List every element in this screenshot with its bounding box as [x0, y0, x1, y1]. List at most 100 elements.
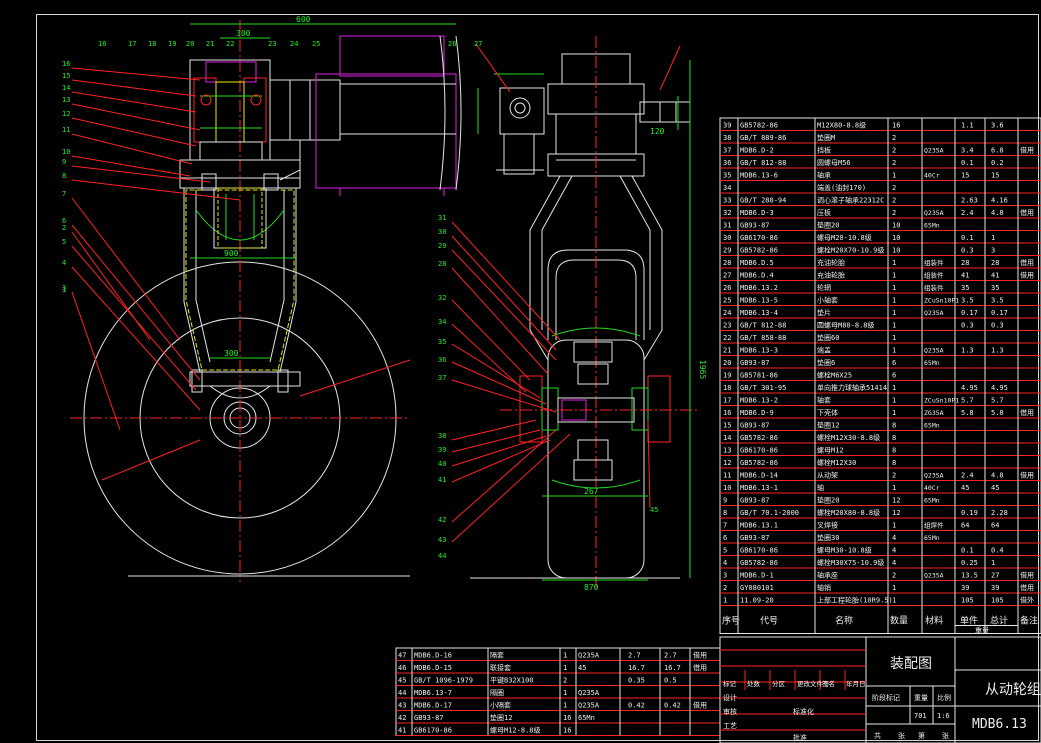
bom-cell-unit: 39 [961, 584, 969, 592]
bom-cell-name: 轴承座 [817, 571, 838, 580]
bom-cell-code: GB5782-86 [740, 459, 778, 467]
footer-label: 张 [942, 731, 949, 740]
bom-cell-unit: 0.17 [961, 309, 978, 317]
bom-cell-note: 借用 [1020, 208, 1034, 217]
bom-cell-mat: Q235A [924, 147, 944, 155]
callout-left: 5 [62, 238, 66, 246]
callout-mid: 44 [438, 552, 446, 560]
bom-cell-code: GB5782-86 [740, 559, 778, 567]
leader-right [299, 359, 411, 397]
bracket-curve [209, 385, 271, 399]
tire-top-green [551, 327, 641, 337]
bom-cell-qty: 1 [892, 522, 896, 530]
fork-front-right-inner [619, 175, 651, 330]
bearing-right [631, 387, 649, 431]
callout-mid: 40 [438, 460, 446, 468]
callout-top: 18 [148, 40, 156, 48]
bom2-cell-mat: 65Mn [578, 714, 595, 722]
bom-cell-mat: 65Mn [924, 222, 940, 230]
bom-cell-code: GB/T 889-86 [740, 134, 786, 142]
bom-cell-name: 螺母M12 [817, 446, 844, 455]
bom-cell-no: 35 [723, 172, 731, 180]
callout-mid: 38 [438, 432, 446, 440]
bom-cell-unit: 0.19 [961, 509, 978, 517]
bom-cell-code: MDB6.13.2 [740, 284, 778, 292]
bom2-cell-code: MDB6.D-15 [414, 664, 452, 672]
bom2-cell-no: 47 [398, 652, 406, 660]
drawing-type: 装配图 [890, 656, 932, 672]
bom2-cell-unit: 16.7 [628, 664, 645, 672]
callout-top: 24 [290, 40, 298, 48]
bom-cell-unit: 28 [961, 259, 969, 267]
rim-lower [573, 459, 613, 481]
tire-bottom-green [551, 479, 641, 489]
bom-cell-mat: 65Mn [924, 359, 940, 367]
bom-cell-mat: Q235A [924, 472, 944, 480]
bom-cell-total: 15 [991, 172, 999, 180]
bom-cell-code: MDB6.13-6 [740, 172, 778, 180]
bom-cell-name: 垫圈M [817, 133, 835, 142]
title-header-label: 阶段标记 [872, 693, 900, 702]
bom2-cell-qty: 1 [563, 664, 567, 672]
frame-top [339, 35, 445, 77]
dim-height: 1965 [698, 360, 707, 379]
bom-cell-no: 27 [723, 272, 731, 280]
bom-cell-mat: 40Cr [924, 172, 940, 180]
bom2-cell-qty: 16 [563, 714, 571, 722]
bom2-cell-name: 隔圈 [490, 688, 504, 697]
callout-left: 9 [62, 158, 66, 166]
bom-cell-unit: 41 [961, 272, 969, 280]
bom-cell-total: 0.2 [991, 159, 1004, 167]
title-block: 标记处数分区更改文件号签名年月日设计审核工艺标准化批准装配图从动轮组MDB6.1… [719, 636, 1041, 743]
bom2-cell-note: 借用 [693, 701, 707, 710]
bom-cell-name: 垫圈20 [817, 496, 839, 505]
bom2-cell-qty: 2 [563, 677, 567, 685]
bom-cell-name: 垫圈30 [817, 533, 839, 542]
bom-cell-name: 垫圈12 [817, 421, 839, 430]
bom2-cell-name: 垫圈12 [490, 713, 512, 722]
callout-left: 16 [62, 60, 70, 68]
bom-cell-unit: 5.8 [961, 409, 974, 417]
bom-cell-no: 37 [723, 147, 731, 155]
bom-cell-code: GB93-87 [740, 497, 770, 505]
bearing-ball-2 [250, 94, 262, 106]
bom-cell-qty: 4 [892, 534, 896, 542]
bom-cell-note: 借用 [1020, 471, 1034, 480]
bom-cell-total: 39 [991, 584, 999, 592]
bom-cell-code: GB5782-86 [740, 247, 778, 255]
bom-cell-qty: 4 [892, 547, 896, 555]
bom-cell-code: GB6170-86 [740, 447, 778, 455]
callout-mid: 34 [438, 318, 446, 326]
bom-cell-name: 小轴套 [817, 296, 838, 305]
drawing-number: MDB6.13 [972, 717, 1027, 732]
bom-cell-name: 充油轮胎 [817, 258, 845, 267]
bom-cell-total: 5.7 [991, 397, 1004, 405]
bom-cell-qty: 1 [892, 384, 896, 392]
bom-cell-unit: 4.95 [961, 384, 978, 392]
bom-cell-qty: 8 [892, 459, 896, 467]
axle-shaft [557, 397, 635, 423]
bom-cell-name: 压板 [817, 208, 831, 217]
bom-cell-qty: 1 [892, 297, 896, 305]
bom-cell-code: GB5781-86 [740, 372, 778, 380]
bom-cell-mat: 40Cr [924, 484, 940, 492]
callout-left: 3 [62, 284, 66, 292]
clevis-pin [509, 97, 531, 119]
bom-cell-name: 螺母M30-10.8级 [817, 546, 872, 555]
bom-cell-name: 螺母M20-10.8级 [817, 233, 872, 242]
rev-label: 标记 [723, 679, 737, 688]
bom-cell-qty: 1 [892, 309, 896, 317]
hidden-arc [195, 209, 285, 241]
bom-cell-code: MDB6.13-1 [740, 484, 778, 492]
bom-cell-total: 27 [991, 572, 999, 580]
fork-inner-right [269, 190, 285, 363]
bom-cell-total: 105 [991, 597, 1004, 605]
bom-cell-name: 端盖(油封170) [817, 183, 866, 192]
bom-cell-no: 16 [723, 409, 731, 417]
callout-left: 15 [62, 72, 70, 80]
fork-inner-left [195, 190, 211, 363]
dim-wide: 900 [224, 249, 239, 258]
bom-cell-unit: 13.5 [961, 572, 978, 580]
bom-cell-no: 1 [723, 597, 727, 605]
